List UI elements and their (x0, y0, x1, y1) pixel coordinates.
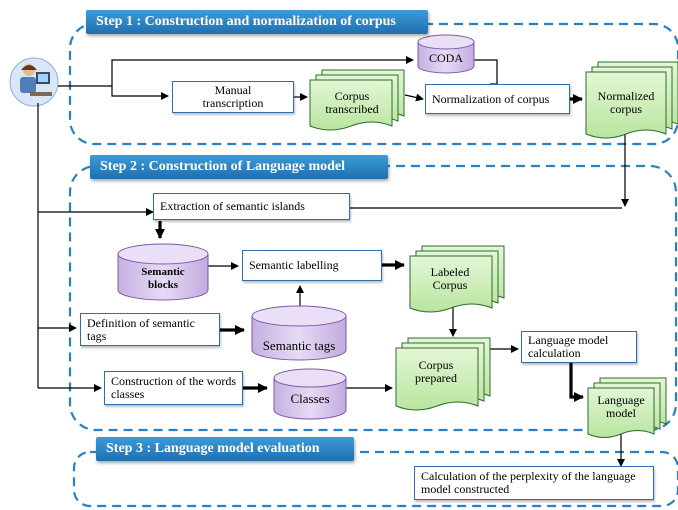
step1-header: Step 1 : Construction and normalization … (86, 10, 428, 34)
document-stack-labeled-corpus (409, 245, 505, 313)
semantic-blocks-label: Semantic blocks (141, 266, 185, 291)
connectors (37, 56, 629, 467)
perplexity-box: Calculation of the perplexity of the lan… (414, 466, 654, 500)
normalized-corpus-label: Normalized corpus (597, 89, 655, 116)
corpus-transcribed-label: Corpus transcribed (325, 89, 379, 116)
database-semantic-blocks (117, 243, 209, 301)
language-model-label: Language model (597, 393, 645, 420)
thick-arrows (155, 94, 584, 402)
lm-calculation-box: Language model calculation (521, 331, 637, 363)
document-stack-corpus-prepared (395, 337, 491, 411)
person-at-computer-icon (9, 57, 59, 107)
semantic-tags-label: Semantic tags (262, 337, 336, 353)
labeled-corpus-label: Labeled Corpus (430, 265, 470, 292)
classes-label: Classes (290, 390, 330, 406)
step2-header: Step 2 : Construction of Language model (90, 155, 388, 179)
coda-label: CODA (428, 50, 463, 65)
document-stack-language-model (587, 377, 667, 438)
definition-tags-box: Definition of semantic tags (80, 313, 220, 346)
document-stack-normalized-corpus (585, 61, 678, 139)
manual-transcription-box: Manual transcription (172, 81, 294, 113)
database-semantic-tags (251, 305, 347, 361)
step3-panel (72, 450, 678, 508)
semantic-labelling-box: Semantic labelling (242, 250, 382, 281)
step1-panel (68, 22, 678, 146)
database-classes (273, 368, 347, 420)
step3-header: Step 3 : Language model evaluation (96, 437, 354, 461)
document-stack-corpus-transcribed (309, 69, 405, 131)
corpus-prepared-label: Corpus prepared (415, 358, 457, 385)
normalization-box: Normalization of corpus (425, 84, 570, 114)
extraction-box: Extraction of semantic islands (153, 193, 350, 220)
construction-classes-box: Construction of the words classes (104, 371, 243, 405)
database-coda (417, 34, 475, 74)
